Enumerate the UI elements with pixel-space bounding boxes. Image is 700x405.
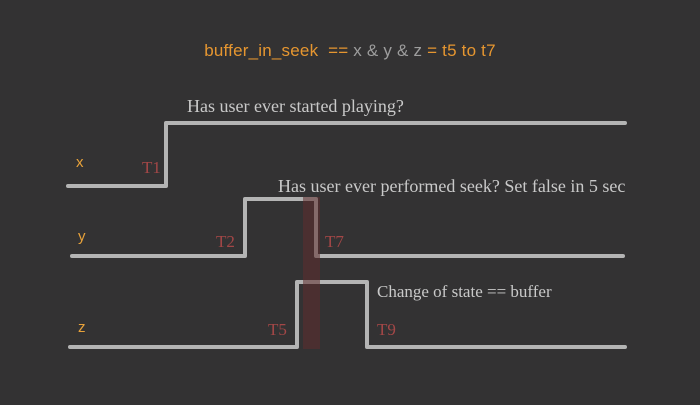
transition-label-t5: T5 bbox=[268, 320, 287, 339]
annotation-y: Has user ever performed seek? Set false … bbox=[278, 176, 626, 196]
signal-label-x: x bbox=[76, 154, 84, 171]
signal-label-y: y bbox=[78, 228, 86, 245]
transition-label-t1: T1 bbox=[142, 158, 161, 177]
diagram-title: buffer_in_seek == x & y & z = t5 to t7 bbox=[0, 41, 700, 61]
waveform-z bbox=[68, 280, 627, 349]
annotation-x: Has user ever started playing? bbox=[187, 96, 404, 116]
waveform-x bbox=[66, 121, 627, 188]
waveform-y bbox=[70, 197, 625, 258]
title-segment: = t5 to t7 bbox=[427, 41, 496, 60]
transition-label-t9: T9 bbox=[377, 320, 396, 339]
annotation-z: Change of state == buffer bbox=[377, 282, 552, 301]
transition-label-t7: T7 bbox=[325, 232, 344, 251]
transition-label-t2: T2 bbox=[216, 232, 235, 251]
highlight-bar-t5-t7 bbox=[303, 197, 320, 349]
title-segment: x & y & z bbox=[353, 41, 428, 60]
signal-label-z: z bbox=[78, 319, 86, 336]
title-segment: buffer_in_seek == bbox=[204, 41, 354, 60]
